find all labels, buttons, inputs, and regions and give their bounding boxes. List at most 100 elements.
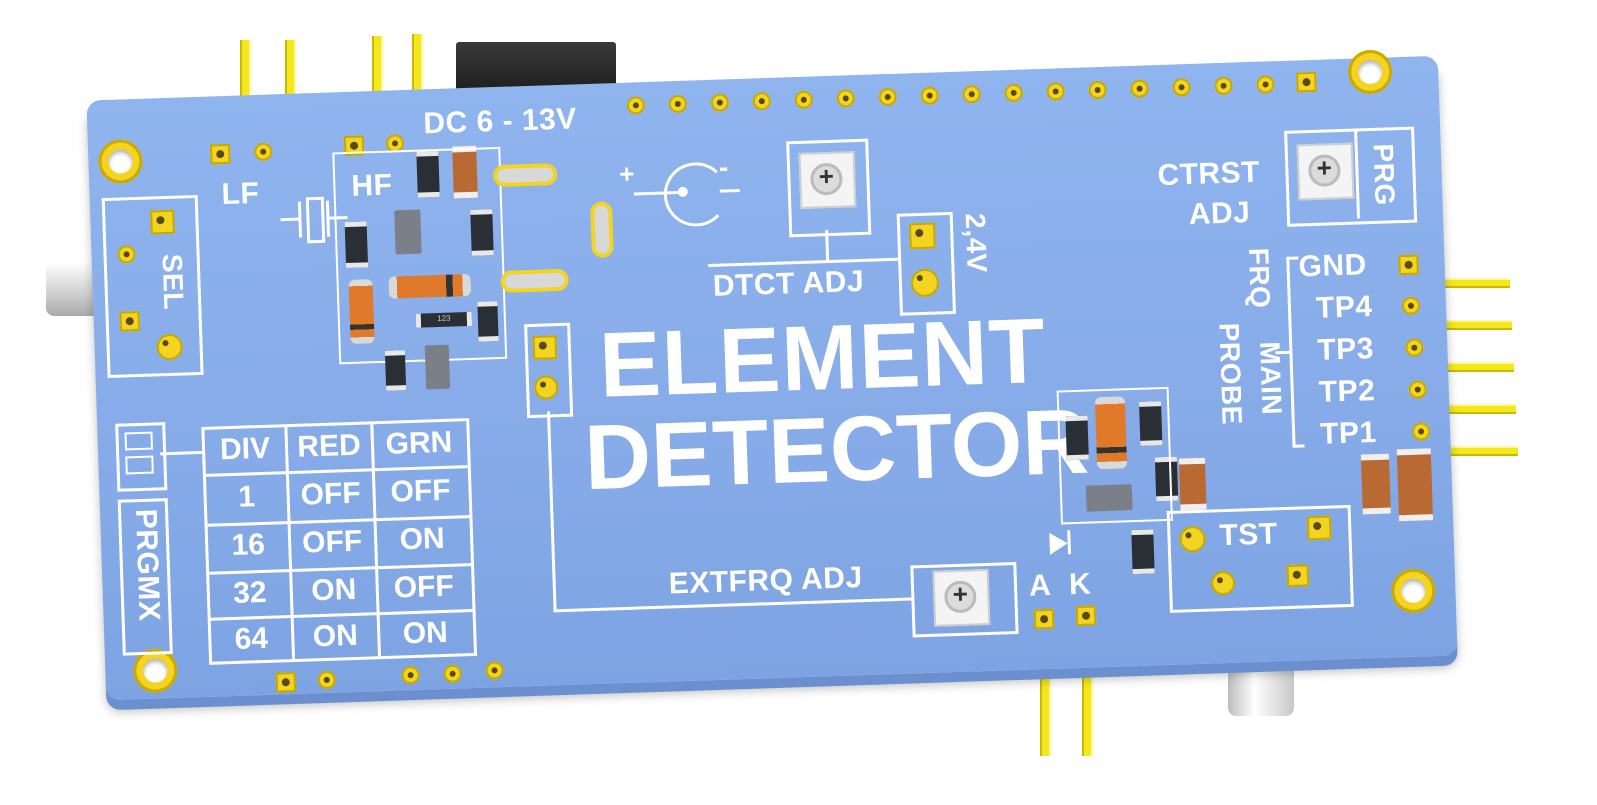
gnd-pad [1398, 254, 1419, 276]
tp2-pad [1408, 380, 1428, 399]
tp4-pad [1401, 296, 1421, 316]
table-cell: ON [399, 521, 446, 557]
prgmx-label: PRGMX [129, 508, 166, 622]
table-cell: 16 [231, 527, 266, 563]
table-cell: OFF [301, 524, 363, 560]
capacitor [1396, 448, 1434, 522]
extfrq-adj-label: EXTFRQ ADJ [668, 561, 864, 601]
silk-line [1292, 444, 1305, 448]
silk-line [546, 411, 557, 612]
tst-pad [1306, 515, 1332, 541]
bottom-pad [485, 661, 504, 680]
tp3-pad [1405, 338, 1424, 357]
component-outline [1056, 386, 1173, 525]
dc-slot [492, 163, 558, 188]
header-pin [1082, 650, 1093, 756]
header-pin [1040, 650, 1051, 756]
header-pin [285, 40, 296, 100]
diode [348, 279, 375, 344]
table-header-grn: GRN [385, 425, 453, 461]
bottom-pad [443, 664, 462, 684]
k-label: K [1068, 567, 1092, 602]
div-table: DIV RED GRN 1 OFF OFF 16 OFF ON 32 ON OF… [201, 418, 478, 665]
silk-line [708, 257, 899, 268]
silk-line [160, 450, 205, 456]
resistor [477, 301, 499, 342]
polarity-symbol: + - [619, 151, 741, 229]
transistor [424, 344, 451, 390]
table-cell: 64 [234, 621, 269, 656]
dtct-adj-label: DTCT ADJ [712, 264, 865, 303]
resistor [384, 350, 407, 391]
mounting-hole [97, 138, 144, 185]
table-cell: ON [310, 572, 357, 608]
capacitor [1178, 457, 1207, 511]
jumper-pad [532, 335, 558, 360]
header-pin [412, 34, 423, 94]
dip-switch-symbol [115, 422, 168, 492]
header-pin [1434, 362, 1514, 372]
header-pin [1438, 446, 1518, 456]
sel-pad [150, 209, 175, 235]
table-header-red: RED [296, 428, 362, 464]
silk-line [1275, 350, 1292, 355]
lf-pad [209, 143, 231, 165]
prg-label: PRG [1367, 143, 1401, 207]
extfrq-trimmer [932, 568, 991, 627]
table-cell: OFF [300, 476, 362, 512]
top-pad-row [626, 71, 1317, 121]
diode-symbol [1041, 530, 1082, 557]
table-cell: ON [312, 618, 359, 654]
lf-label: LF [221, 176, 260, 212]
table-cell: OFF [390, 473, 452, 509]
tp3-label: TP3 [1316, 332, 1375, 367]
header-pin [1430, 278, 1510, 288]
v24-label: 2,4V [959, 212, 993, 274]
ctrst-trimmer [1296, 142, 1355, 201]
table-cell: ON [402, 615, 449, 651]
dtct-adj-trimmer [798, 151, 857, 209]
k-pad [1075, 605, 1097, 627]
ctrst-adj-label: ADJ [1188, 196, 1251, 232]
tst-label: TST [1218, 517, 1279, 553]
frq-label: FRQ [1242, 247, 1276, 309]
a-pad [1033, 608, 1055, 630]
dc-slot [500, 268, 569, 293]
dc-label: DC 6 - 13V [422, 102, 578, 141]
tp1-label: TP1 [1319, 415, 1378, 451]
silk-line [553, 597, 914, 613]
mounting-hole [1390, 568, 1437, 614]
ctrst-label: CTRST [1156, 155, 1261, 193]
gnd-label: GND [1298, 248, 1368, 284]
table-cell: 1 [237, 480, 256, 514]
title-line-2: DETECTOR [582, 390, 1091, 510]
bottom-pad [317, 670, 337, 690]
tp4-label: TP4 [1315, 290, 1374, 325]
bottom-pad [275, 671, 297, 693]
sel-pad [119, 310, 141, 332]
table-cell: OFF [393, 569, 455, 605]
probe-label: PROBE [1213, 322, 1248, 426]
header-pin [1436, 404, 1516, 414]
v24-pad [908, 222, 936, 250]
tst-pad [1286, 564, 1310, 588]
a-label: A [1028, 568, 1052, 603]
sel-label: SEL [156, 253, 190, 311]
tp2-label: TP2 [1318, 374, 1376, 409]
header-pin [372, 36, 383, 96]
table-cell: 32 [232, 575, 268, 610]
header-pin [240, 40, 251, 100]
lf-pad [253, 142, 273, 162]
table-header-div: DIV [219, 431, 271, 467]
resistor: 123 [415, 311, 473, 328]
diode [388, 273, 472, 299]
bottom-pad [401, 665, 420, 685]
resistor [1131, 529, 1155, 575]
silk-line [1286, 256, 1299, 260]
capacitor [1360, 453, 1391, 515]
mounting-hole [1347, 49, 1393, 95]
pcb-board: LF HF DC 6 - 13V SEL 123 [86, 49, 1458, 701]
dc-slot [590, 201, 614, 258]
header-pin [1432, 320, 1512, 330]
